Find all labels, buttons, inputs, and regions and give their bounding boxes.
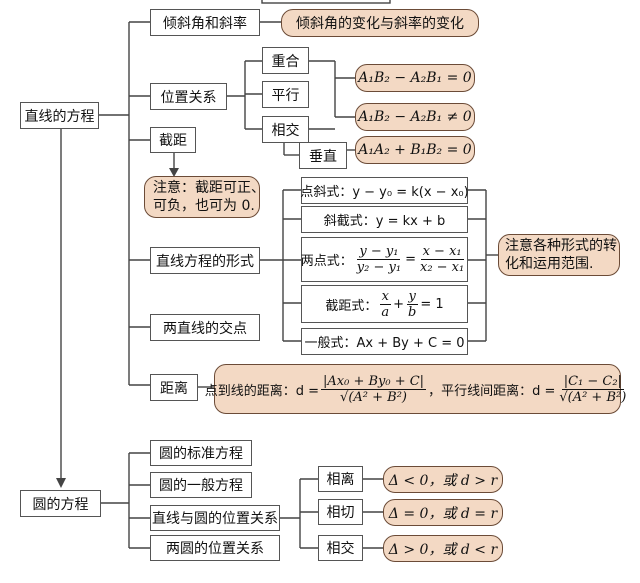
distance-node: 距离: [150, 374, 198, 401]
intercept-form-a: a: [381, 304, 390, 320]
two-point-form: 两点式： y − y₁ y₂ − y₁ = x − x₁ x₂ − x₁: [301, 237, 468, 282]
two-point-left-den: y₂ − y₁: [356, 260, 402, 275]
tangent-node: 相切: [318, 499, 363, 525]
line-circle-position-node: 直线与圆的位置关系: [150, 505, 280, 531]
separate-node: 相离: [318, 466, 363, 492]
intercept-form-eq: = 1: [420, 296, 444, 312]
parallel-lines-distance-num: |C₁ − C₂|: [561, 373, 624, 390]
circle-standard-node: 圆的标准方程: [150, 440, 252, 466]
intercept-form-x: x: [379, 288, 391, 305]
line-forms-node: 直线方程的形式: [150, 247, 260, 274]
intercept-form-y-fraction: y b: [406, 289, 418, 320]
two-circles-position-node: 两圆的位置关系: [150, 535, 280, 561]
circle-intersect-node: 相交: [318, 535, 363, 561]
arrow-head-icon: [56, 478, 66, 488]
forms-note: 注意各种形式的转 化和运用范围.: [498, 234, 620, 276]
general-form: 一般式：Ax + By + C = 0: [301, 328, 468, 355]
slope-intercept-form: 斜截式：y = kx + b: [301, 206, 468, 233]
arrow-head-icon: [169, 168, 179, 177]
intercept-note-line1: 注意：截距可正、: [153, 180, 265, 196]
parallel-lines-distance-den: √(A² + B²): [559, 389, 627, 405]
intersect-condition-circle: Δ > 0，或 d < r: [383, 535, 503, 562]
intersect-condition: A₁B₂ − A₂B₁ ≠ 0: [355, 103, 475, 131]
perpendicular-node: 垂直: [299, 142, 347, 169]
forms-note-line1: 注意各种形式的转: [505, 238, 617, 254]
two-point-right-den: x₂ − x₁: [419, 260, 465, 275]
two-point-right-num: x − x₁: [420, 244, 464, 260]
line-equation-root: 直线的方程: [20, 102, 99, 129]
point-line-distance-label: 点到线的距离：d =: [204, 383, 319, 399]
point-slope-form: 点斜式：y − y₀ = k(x − x₀): [300, 177, 469, 204]
two-point-label: 两点式：: [300, 254, 353, 269]
position-relation-node: 位置关系: [150, 83, 227, 110]
coincide-parallel-condition: A₁B₂ − A₂B₁ = 0: [355, 64, 475, 92]
intercept-form-y: y: [406, 288, 418, 305]
two-point-left-num: y − y₁: [357, 244, 401, 260]
incline-note: 倾斜角的变化与斜率的变化: [281, 9, 479, 37]
distance-formulas: 点到线的距离：d = |Ax₀ + By₀ + C| √(A² + B²) ，平…: [205, 364, 626, 414]
two-point-left-fraction: y − y₁ y₂ − y₁: [355, 244, 403, 275]
intercept-node: 截距: [150, 127, 196, 153]
intercept-note: 注意：截距可正、 可负，也可为 0.: [144, 176, 265, 218]
intercept-form-label: 截距式：: [325, 298, 378, 314]
point-line-distance-num: |Ax₀ + By₀ + C|: [321, 373, 427, 390]
intercept-form-x-fraction: x a: [379, 289, 391, 320]
circle-general-node: 圆的一般方程: [150, 472, 252, 498]
intercept-form-b: b: [408, 304, 417, 320]
two-point-right-fraction: x − x₁ x₂ − x₁: [418, 244, 466, 275]
separate-condition: Δ < 0，或 d > r: [383, 466, 503, 493]
intercept-form: 截距式： x a + y b = 1: [301, 285, 468, 323]
circle-equation-root: 圆的方程: [20, 490, 101, 517]
parallel-node: 平行: [262, 81, 309, 108]
parallel-lines-distance-label: ，平行线间距离：d =: [428, 383, 556, 399]
point-line-distance-den: √(A² + B²): [340, 389, 407, 405]
point-line-distance-fraction: |Ax₀ + By₀ + C| √(A² + B²): [321, 373, 427, 405]
intercept-note-line2: 可负，也可为 0.: [153, 198, 255, 214]
parallel-lines-distance-fraction: |C₁ − C₂| √(A² + B²): [557, 374, 628, 405]
perpendicular-condition: A₁A₂ + B₁B₂ = 0: [355, 136, 475, 164]
coincide-node: 重合: [262, 47, 309, 74]
incline-slope-node: 倾斜角和斜率: [150, 9, 260, 36]
tangent-condition: Δ = 0，或 d = r: [383, 499, 503, 526]
forms-note-line2: 化和运用范围.: [505, 256, 594, 272]
intersection-point-node: 两直线的交点: [150, 314, 260, 341]
intersect-node: 相交: [262, 116, 309, 143]
